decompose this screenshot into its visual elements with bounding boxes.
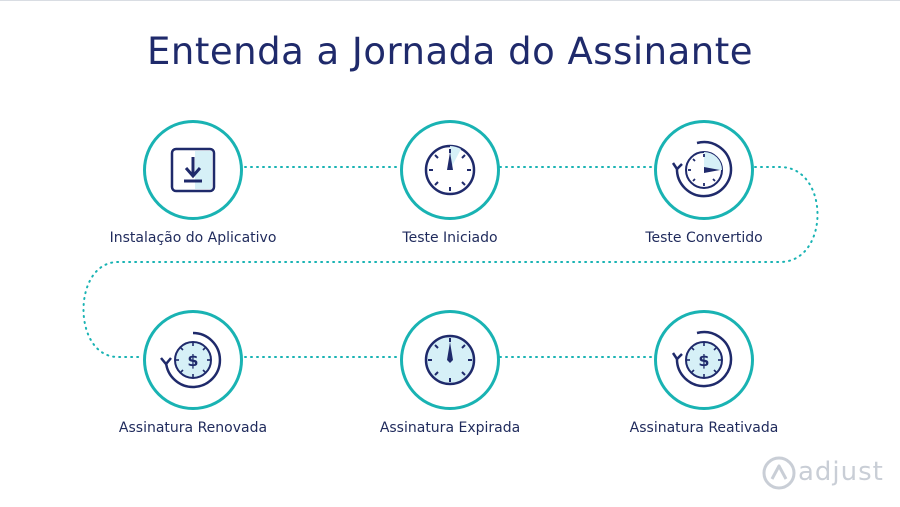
step-label: Teste Convertido <box>645 230 763 246</box>
adjust-logo-text: adjust <box>798 457 884 487</box>
download-icon <box>170 147 216 193</box>
adjust-logo: adjust <box>762 456 884 492</box>
step-label: Assinatura Reativada <box>629 420 779 436</box>
step-circle <box>400 120 500 220</box>
svg-text:$: $ <box>698 351 709 370</box>
step-circle <box>143 120 243 220</box>
step-label: Assinatura Renovada <box>118 420 268 436</box>
step-circle <box>400 310 500 410</box>
stopwatch-icon <box>424 144 476 196</box>
step-circle <box>654 120 754 220</box>
step-label: Instalação do Aplicativo <box>109 230 277 246</box>
clock-rewind-icon <box>671 140 733 198</box>
dollar-renew-icon: $ <box>160 331 222 389</box>
adjust-logo-icon <box>762 456 796 490</box>
compass-icon <box>424 334 476 386</box>
svg-text:$: $ <box>187 351 198 370</box>
page-title: Entenda a Jornada do Assinante <box>147 30 753 73</box>
step-label: Teste Iniciado <box>402 230 498 246</box>
top-border <box>0 0 900 1</box>
step-circle: $ <box>143 310 243 410</box>
step-circle: $ <box>654 310 754 410</box>
dollar-reactivate-icon: $ <box>671 330 733 388</box>
connector-3-4 <box>82 166 819 358</box>
step-label: Assinatura Expirada <box>379 420 521 436</box>
